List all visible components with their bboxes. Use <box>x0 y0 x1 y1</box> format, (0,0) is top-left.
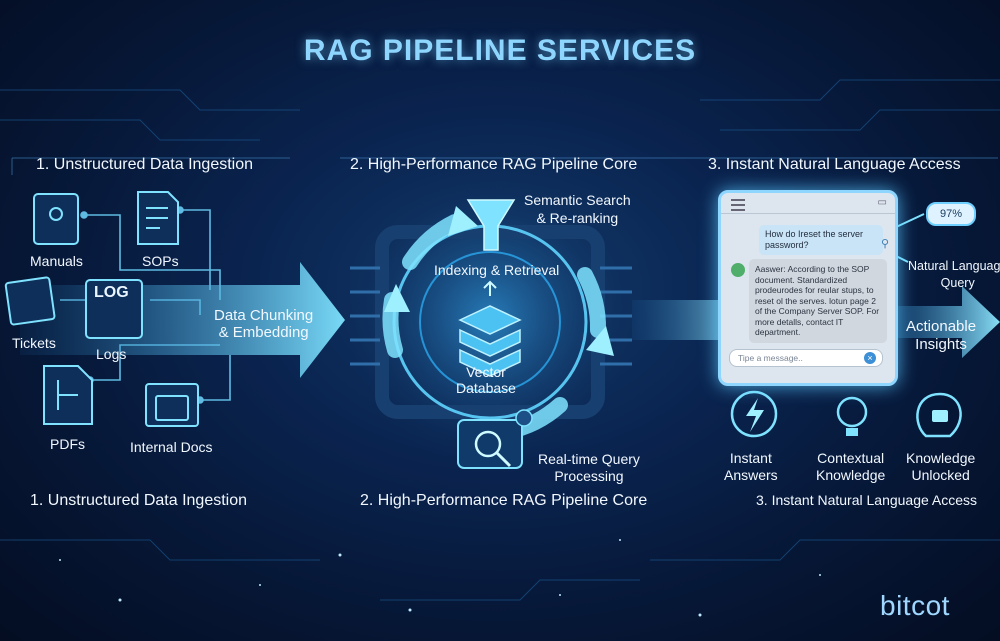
circuit-traces <box>0 79 1000 601</box>
log-icon <box>85 279 143 339</box>
label-logs: Logs <box>96 346 127 362</box>
footer-access-title: 3. Instant Natural Language Access <box>756 492 978 508</box>
label-realtime-line1: Real-time Query <box>538 451 640 467</box>
lightning-icon <box>730 390 778 438</box>
brand-logo: bitcot <box>880 590 950 621</box>
funnel-icon <box>466 199 516 251</box>
label-nl-query-line1: Natural Language <box>908 259 1000 273</box>
section-access-title: 3. Instant Natural Language Access <box>708 156 961 173</box>
star-field <box>59 539 821 617</box>
label-vector-database: Vector Database <box>456 364 516 396</box>
label-knowledge-unlocked: Knowledge Unlocked <box>906 450 975 484</box>
label-instant-line1: Instant <box>729 450 772 466</box>
label-tickets: Tickets <box>12 335 56 351</box>
chat-question-bubble: How do Ireset the server password? <box>759 225 883 255</box>
chat-answer-bubble: Aaswer: According to the SOP document. S… <box>749 259 887 343</box>
insights-arrow <box>882 286 1000 358</box>
core-pins <box>350 266 632 366</box>
label-unlocked-line1: Knowledge <box>906 450 976 466</box>
label-realtime-line2: Processing <box>554 468 624 484</box>
label-data-chunking-line1: Data Chunking <box>214 307 314 324</box>
clock-icon <box>515 409 533 427</box>
footer-core-title: 2. High-Performance RAG Pipeline Core <box>360 492 648 509</box>
bot-avatar-icon <box>731 263 745 277</box>
label-semantic-search: Semantic Search & Re-ranking <box>524 191 631 227</box>
label-semantic-search-line1: Semantic Search <box>524 192 631 208</box>
section-frames <box>11 157 998 175</box>
label-indexing-retrieval: Indexing & Retrieval <box>434 262 560 278</box>
label-unlocked-line2: Unlocked <box>911 467 970 483</box>
label-contextual-line1: Contextual <box>817 450 885 466</box>
core-to-chat-beam <box>632 300 720 340</box>
vector-database-icon <box>458 305 522 377</box>
upload-arrow-icon <box>483 280 497 296</box>
message-input-placeholder: Tipe a message.. <box>738 353 803 363</box>
label-data-chunking: Data Chunking & Embedding <box>214 307 313 341</box>
send-icon[interactable]: × <box>864 352 876 364</box>
head-lock-icon <box>916 392 962 438</box>
search-icon[interactable]: ⚲ <box>880 238 889 250</box>
message-input[interactable]: Tipe a message.. × <box>729 349 883 367</box>
label-data-chunking-line2: & Embedding <box>218 324 309 341</box>
section-ingest-title: 1. Unstructured Data Ingestion <box>36 156 254 173</box>
window-controls-icon: ▭ <box>877 197 887 208</box>
chat-header: ▭ <box>721 193 895 214</box>
page-title: RAG PIPELINE SERVICES <box>303 34 697 67</box>
label-contextual-line2: Knowledge <box>816 467 886 483</box>
source-icons <box>4 191 199 427</box>
label-contextual-knowledge: Contextual Knowledge <box>816 450 885 484</box>
label-vector-line1: Vector <box>466 364 506 380</box>
label-insights-line2: Insights <box>915 336 967 353</box>
menu-icon[interactable] <box>731 199 745 211</box>
label-instant-answers: Instant Answers <box>724 450 778 484</box>
label-instant-line2: Answers <box>724 467 778 483</box>
lightbulb-icon <box>836 396 868 428</box>
chat-phone-mockup: ▭ How do Ireset the server password? ⚲ A… <box>718 190 898 386</box>
label-internal-docs: Internal Docs <box>130 439 213 455</box>
label-sops: SOPs <box>142 253 179 269</box>
log-badge: LOG <box>94 284 129 301</box>
label-realtime-query: Real-time Query Processing <box>538 451 640 485</box>
core-ring-inner <box>419 251 561 393</box>
label-actionable-insights: Actionable Insights <box>906 318 976 354</box>
label-manuals: Manuals <box>30 253 83 269</box>
label-vector-line2: Database <box>456 380 516 396</box>
section-core-title: 2. High-Performance RAG Pipeline Core <box>350 156 638 173</box>
tickets-icon <box>4 276 56 326</box>
label-nl-query-line2: Query <box>940 276 975 290</box>
label-pdfs: PDFs <box>50 436 85 452</box>
query-chip-icon <box>457 419 523 469</box>
label-insights-line1: Actionable <box>906 318 977 335</box>
label-semantic-search-line2: & Re-ranking <box>536 210 619 226</box>
label-nl-query: Natural Language Query <box>908 258 1000 292</box>
footer-ingest-title: 1. Unstructured Data Ingestion <box>30 492 248 509</box>
magnifier-icon <box>474 430 502 458</box>
confidence-connector <box>893 213 925 229</box>
confidence-badge: 97% <box>926 202 976 226</box>
